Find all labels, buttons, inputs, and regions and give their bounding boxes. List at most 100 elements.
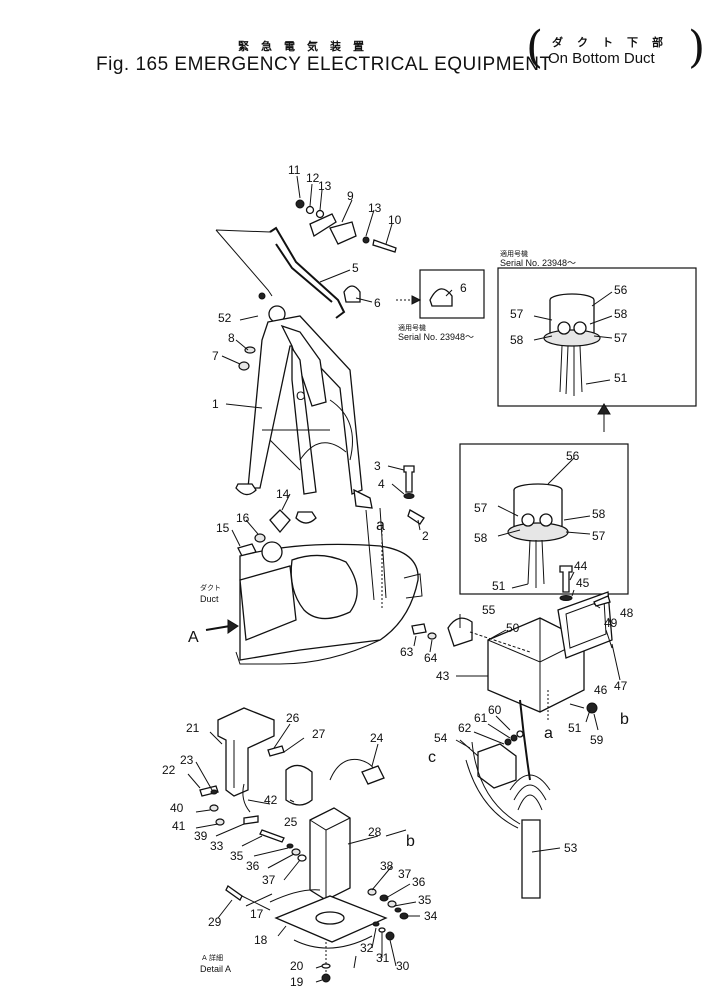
harness-wires-drawing	[465, 741, 521, 829]
callout-61: 61	[474, 711, 488, 725]
lamp-wires-drawing	[559, 345, 583, 396]
base-rim-lower-drawing	[293, 935, 373, 949]
letter-b-detail: b	[406, 833, 415, 850]
cover-21-drawing	[217, 707, 275, 797]
callout-52: 52	[218, 311, 232, 325]
nut-40-drawing	[209, 804, 219, 812]
main-lamp-base-drawing	[507, 522, 569, 542]
title-block: 緊急電気装置 Fig. 165 EMERGENCY ELECTRICAL EQU…	[0, 0, 717, 90]
bolt-60-drawing	[516, 730, 524, 738]
callout-11: 11	[288, 163, 301, 177]
callout-12: 12	[306, 171, 320, 185]
letter-c-harness: c	[428, 749, 436, 766]
harness-upper-drawing	[519, 699, 531, 781]
frame-crossbar-drawing	[262, 429, 330, 471]
bulb-left-drawing	[557, 321, 571, 335]
callout-1: 1	[212, 397, 219, 411]
callout-56a: 56	[614, 283, 628, 297]
callout-15: 15	[216, 521, 230, 535]
callout-62: 62	[458, 721, 472, 735]
harness-53-drawing	[521, 819, 541, 899]
clamp-variant-drawing	[429, 288, 453, 307]
harness-fan-drawing	[509, 774, 551, 811]
callout-40: 40	[170, 801, 184, 815]
bolt-19-drawing	[321, 973, 331, 983]
washer-61-drawing	[510, 734, 518, 742]
callout-58d: 58	[474, 531, 488, 545]
callout-53: 53	[564, 841, 578, 855]
handle-bar-drawing	[269, 226, 346, 319]
support-rod-drawing	[365, 507, 387, 601]
serial-en-2: Serial No. 23948～	[500, 258, 576, 268]
bolt-44-drawing	[559, 565, 573, 593]
callout-58b: 58	[510, 333, 524, 347]
washer-64-drawing	[427, 632, 437, 640]
callout-31: 31	[376, 951, 390, 965]
duct-motor-drawing	[290, 554, 358, 620]
serial-variant-box	[497, 267, 697, 407]
detail-a-assembly	[199, 707, 409, 983]
callout-6a: 6	[374, 296, 381, 310]
antenna-wire-drawing	[215, 229, 273, 297]
callout-45: 45	[576, 576, 590, 590]
switch-box-edges-drawing	[309, 817, 351, 900]
callout-54: 54	[434, 731, 448, 745]
callout-13b: 13	[368, 201, 382, 215]
b-connector-line-drawing	[385, 829, 407, 837]
letter-a-top: a	[376, 517, 385, 534]
switch-14-drawing	[269, 509, 291, 534]
callout-25: 25	[284, 815, 298, 829]
callout-58a: 58	[614, 307, 628, 321]
letter-A-detail-arrow: A	[188, 629, 199, 646]
open-paren-glyph: (	[526, 22, 544, 73]
nut-11-drawing	[295, 199, 305, 209]
switch-box-17-drawing	[309, 807, 351, 901]
main-bulb-left-drawing	[521, 513, 535, 527]
callout-51a: 51	[614, 371, 628, 385]
reel-drawing	[261, 541, 283, 563]
mount-line-drawing	[469, 631, 531, 653]
serial-en-1: Serial No. 23948～	[398, 332, 474, 342]
clamp-variant-frame	[419, 269, 485, 319]
bolt-10-drawing	[372, 239, 397, 253]
callout-26: 26	[286, 711, 300, 725]
gasket-47-drawing	[565, 599, 607, 649]
leader-lines	[187, 175, 621, 983]
callout-56b: 56	[566, 449, 580, 463]
callout-63: 63	[400, 645, 414, 659]
variant-arrow-head-icon	[597, 403, 611, 415]
callout-6b: 6	[460, 281, 467, 295]
clamp-variant	[396, 269, 485, 319]
duct-en-label: Duct	[200, 594, 219, 604]
callout-2: 2	[422, 529, 429, 543]
screw-26-drawing	[267, 745, 285, 757]
callout-48: 48	[620, 606, 634, 620]
callout-36a: 36	[246, 859, 260, 873]
wire-42-drawing	[242, 783, 251, 813]
callout-35a: 35	[230, 849, 244, 863]
callout-28: 28	[368, 825, 382, 839]
foot-left-drawing	[235, 483, 257, 496]
callout-29: 29	[208, 915, 222, 929]
serial-jp-2: 適用号機	[500, 249, 528, 258]
callout-44: 44	[574, 559, 588, 573]
frame-1-leg-drawing	[291, 345, 317, 495]
callout-30: 30	[396, 959, 410, 973]
lamp-base-drawing	[543, 329, 601, 347]
nut-38-drawing	[367, 888, 377, 896]
bolt-29-line-drawing	[241, 895, 271, 911]
antenna-wire-top-drawing	[215, 229, 271, 233]
callout-21: 21	[186, 721, 200, 735]
washer-13a-drawing	[315, 209, 325, 219]
shaft-33-drawing	[259, 829, 285, 843]
handle-bar-inner-drawing	[275, 243, 333, 303]
figure-title: Fig. 165 EMERGENCY ELECTRICAL EQUIPMENT	[96, 54, 552, 75]
serial-box-frame	[497, 267, 697, 407]
detail-arrow-head-icon	[227, 619, 239, 634]
callout-16: 16	[236, 511, 250, 525]
callout-38: 38	[380, 859, 394, 873]
duct-flange-drawing	[403, 573, 423, 599]
callout-59: 59	[590, 733, 604, 747]
washer-31-drawing	[378, 927, 386, 933]
rotating-lamp-box	[459, 443, 629, 595]
